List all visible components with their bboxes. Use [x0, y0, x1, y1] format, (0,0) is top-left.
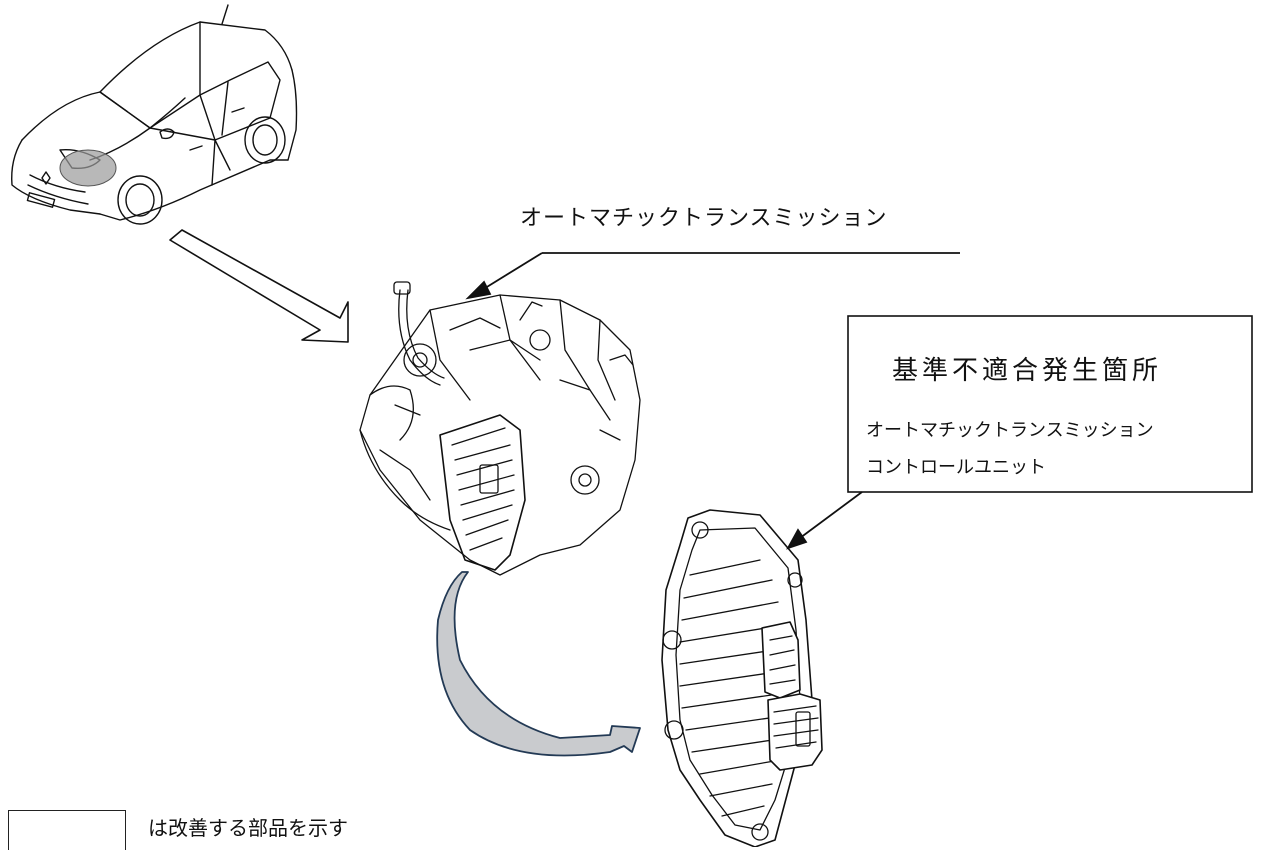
control-unit-leader-line	[786, 491, 863, 550]
improved-part-name: オートマチックトランスミッション コントロールユニット	[866, 412, 1154, 486]
car-to-transmission-arrow	[169, 229, 349, 343]
part-name-line-2: コントロールユニット	[866, 457, 1046, 478]
detail-curved-arrow	[436, 571, 641, 757]
car-illustration	[11, 4, 298, 225]
transmission-illustration	[359, 281, 641, 576]
legend-swatch-box	[8, 810, 126, 850]
control-unit-illustration	[661, 509, 823, 847]
part-name-line-1: オートマチックトランスミッション	[866, 420, 1154, 441]
transmission-leader-line	[465, 252, 960, 300]
transmission-label: オートマチックトランスミッション	[520, 206, 888, 231]
improved-part-box	[847, 315, 1253, 493]
legend-text: は改善する部品を示す	[148, 816, 348, 840]
nonconformity-site-heading: 基準不適合発生箇所	[892, 356, 1163, 386]
transmission-location-highlight	[59, 149, 117, 187]
